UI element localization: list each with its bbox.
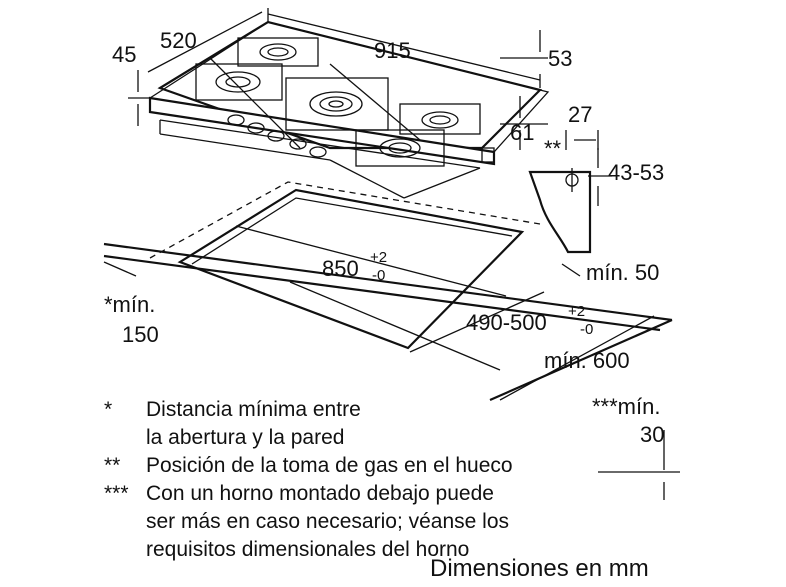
label-61: 61 [510,120,534,145]
label-850-tol-minus: -0 [372,267,385,284]
label-850-tol-plus: +2 [370,249,387,266]
countertop [103,181,673,402]
burner-group [195,37,481,167]
note-3-line-2: ser más en caso necesario; véanse los [146,510,510,533]
burner-center-wok [285,77,389,131]
burner-front-right [355,129,445,167]
gas-connector [481,147,495,163]
label-min-30-line1: ***mín. [592,394,660,419]
control-knobs [227,114,327,158]
label-915: 915 [374,38,411,63]
label-gas-marker: ** [544,136,562,161]
note-3-mark: *** [104,482,129,505]
label-min-50: mín. 50 [586,260,659,285]
burner-front-left [195,63,283,101]
note-3-line-1: Con un horno montado debajo puede [146,482,494,505]
countertop-dimension-lines [103,225,680,500]
units-footer: Dimensiones en mm [430,555,649,582]
note-2-mark: ** [104,454,121,477]
note-2-line-1: Posición de la toma de gas en el hueco [146,454,513,477]
label-min-600: mín. 600 [544,348,630,373]
label-850: 850 [322,256,359,281]
label-490-500: 490-500 [466,310,547,335]
label-27: 27 [568,102,592,127]
burner-rear-left [237,37,319,67]
label-min-150-line2: 150 [122,322,159,347]
note-1-mark: * [104,398,113,421]
hob-dimension-lines [128,8,548,150]
label-45: 45 [112,42,136,67]
label-520: 520 [160,28,197,53]
label-53: 53 [548,46,572,71]
gas-profile [528,130,612,254]
label-490-500-tol-plus: +2 [568,303,585,320]
label-min-150-line1: *mín. [104,292,155,317]
burner-rear-right [399,103,481,135]
note-1-line-1: Distancia mínima entre [146,398,361,421]
label-43-53: 43-53 [608,160,664,185]
label-490-500-tol-minus: -0 [580,321,593,338]
note-1-line-2: la abertura y la pared [146,426,345,449]
label-min-30-line2: 30 [640,422,664,447]
hob-drawing [148,20,550,199]
note-3-line-3: requisitos dimensionales del horno [146,538,470,561]
